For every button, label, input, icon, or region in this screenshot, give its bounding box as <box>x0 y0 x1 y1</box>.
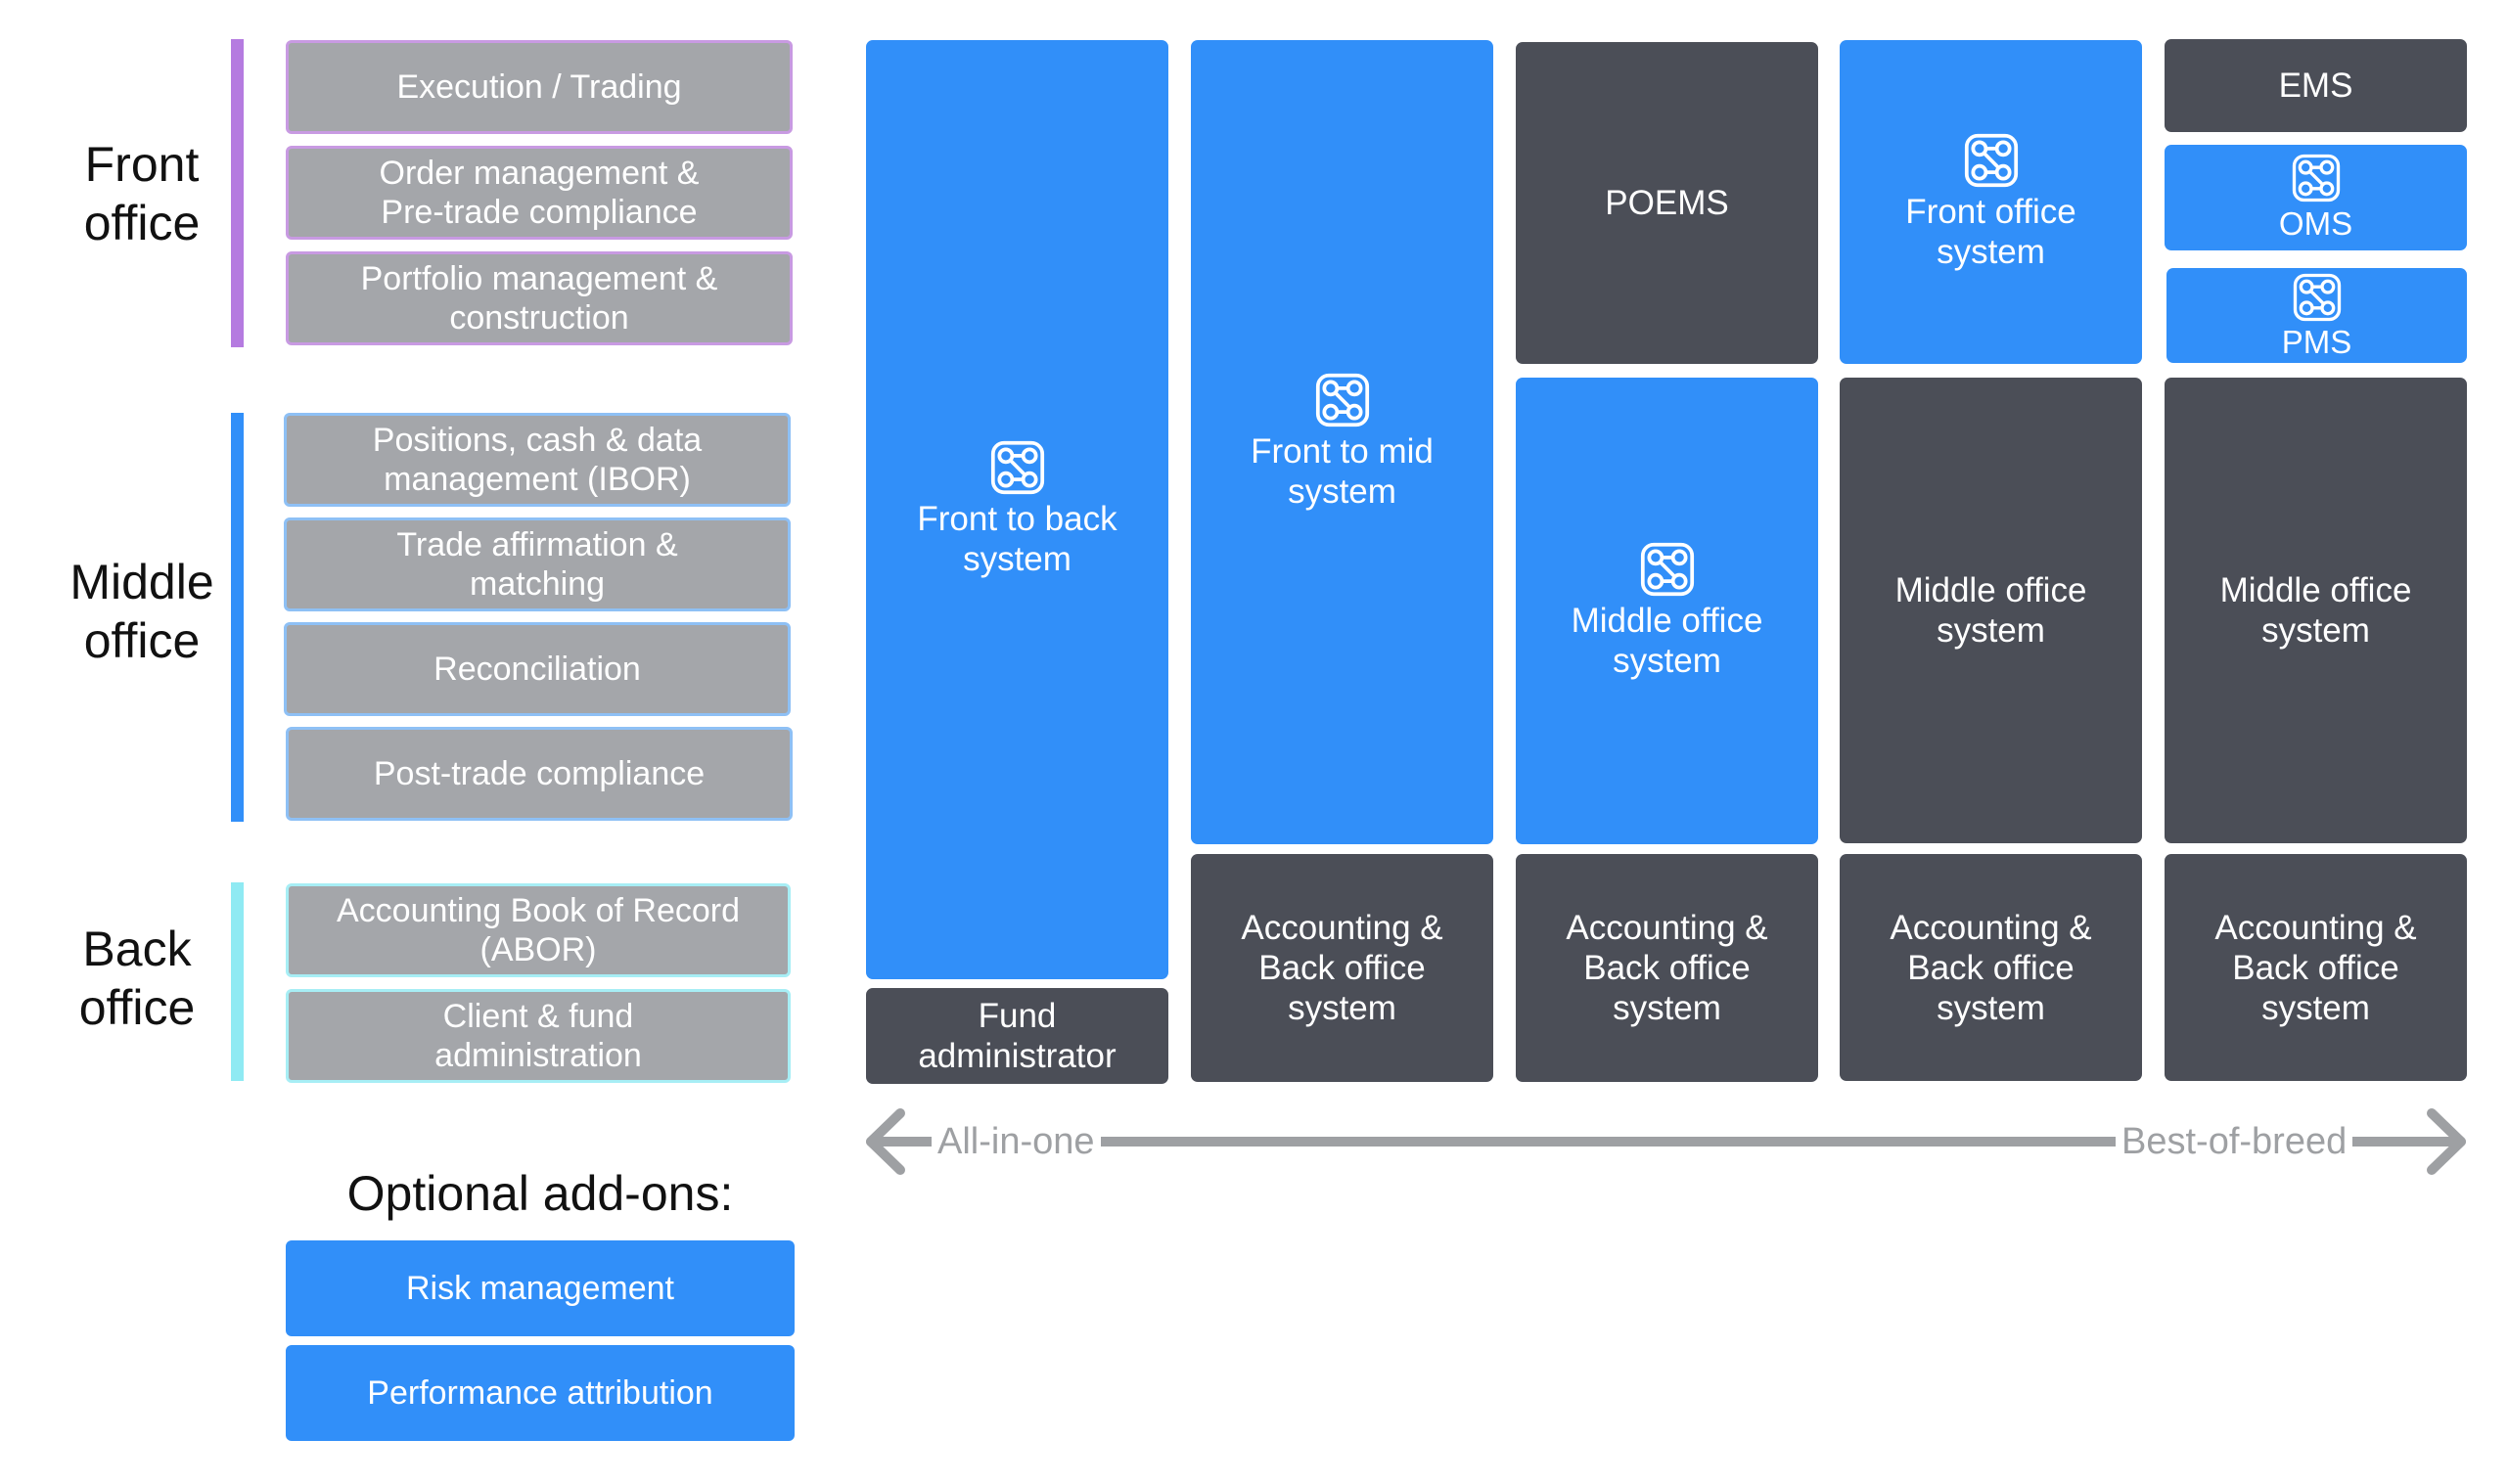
front-to-mid-label: Front to mid system <box>1251 432 1434 511</box>
front-office-label: Front office <box>83 137 201 250</box>
front-to-mid-system: Front to mid system <box>1191 40 1493 844</box>
integration-nodes-icon <box>1640 542 1695 601</box>
scale-all-in-one-label: All-in-one <box>932 1120 1101 1163</box>
scale-best-of-breed-label: Best-of-breed <box>2116 1120 2353 1163</box>
col4-accounting-back-office-system: Accounting & Back office system <box>1840 854 2142 1081</box>
col5-accounting-label: Accounting & Back office system <box>2214 908 2417 1027</box>
function-post-trade-compliance: Post-trade compliance <box>286 727 793 821</box>
ems-system: EMS <box>2165 39 2467 132</box>
function-positions-cash-data: Positions, cash & data management (IBOR) <box>284 413 791 507</box>
integration-nodes-icon <box>2293 273 2342 326</box>
pms-system: PMS <box>2166 268 2467 363</box>
addon-performance-attribution: Performance attribution <box>286 1345 795 1441</box>
col4-middle-office-system: Middle office system <box>1840 378 2142 843</box>
front-office-bar <box>231 39 244 347</box>
fund-administrator: Fund administrator <box>866 988 1168 1084</box>
col5-accounting-back-office-system: Accounting & Back office system <box>2165 854 2467 1081</box>
col3-accounting-back-office-system: Accounting & Back office system <box>1516 854 1818 1082</box>
col2-accounting-back-office-system: Accounting & Back office system <box>1191 854 1493 1082</box>
function-portfolio-management: Portfolio management & construction <box>286 251 793 345</box>
pms-label: PMS <box>2281 323 2352 360</box>
poems-system: POEMS <box>1516 42 1818 364</box>
addons-title: Optional add-ons: <box>346 1166 734 1221</box>
back-office-bar <box>231 882 244 1081</box>
col5-middle-office-label: Middle office system <box>2219 571 2412 650</box>
middle-office-bar <box>231 413 244 822</box>
col3-accounting-label: Accounting & Back office system <box>1566 909 1768 1027</box>
fund-administrator-label: Fund administrator <box>918 997 1117 1075</box>
function-order-management: Order management & Pre-trade compliance <box>286 146 793 240</box>
col3-middle-office-label: Middle office system <box>1571 601 1763 680</box>
oms-system: OMS <box>2165 145 2467 250</box>
front-to-back-system: Front to back system <box>866 40 1168 979</box>
integration-nodes-icon <box>1964 133 2019 192</box>
col4-middle-office-label: Middle office system <box>1894 571 2087 650</box>
middle-office-label: Middle office <box>69 555 214 668</box>
front-office-system: Front office system <box>1840 40 2142 364</box>
function-client-fund-admin: Client & fund administration <box>286 989 791 1083</box>
oms-label: OMS <box>2278 205 2353 242</box>
integration-nodes-icon <box>1315 373 1370 431</box>
integration-nodes-icon <box>2292 154 2341 206</box>
col2-accounting-label: Accounting & Back office system <box>1241 909 1443 1027</box>
addon-risk-management: Risk management <box>286 1240 795 1336</box>
function-reconciliation: Reconciliation <box>284 622 791 716</box>
back-office-label: Back office <box>78 922 196 1035</box>
col4-accounting-label: Accounting & Back office system <box>1890 908 2092 1027</box>
col3-middle-office-system: Middle office system <box>1516 378 1818 844</box>
function-execution-trading: Execution / Trading <box>286 40 793 134</box>
function-trade-affirmation: Trade affirmation & matching <box>284 517 791 611</box>
front-to-back-label: Front to back system <box>917 500 1117 578</box>
function-abor: Accounting Book of Record (ABOR) <box>286 883 791 977</box>
ems-label: EMS <box>2278 67 2353 105</box>
col5-middle-office-system: Middle office system <box>2165 378 2467 843</box>
front-office-system-label: Front office system <box>1905 192 2076 271</box>
poems-label: POEMS <box>1605 184 1729 222</box>
integration-nodes-icon <box>990 440 1045 499</box>
